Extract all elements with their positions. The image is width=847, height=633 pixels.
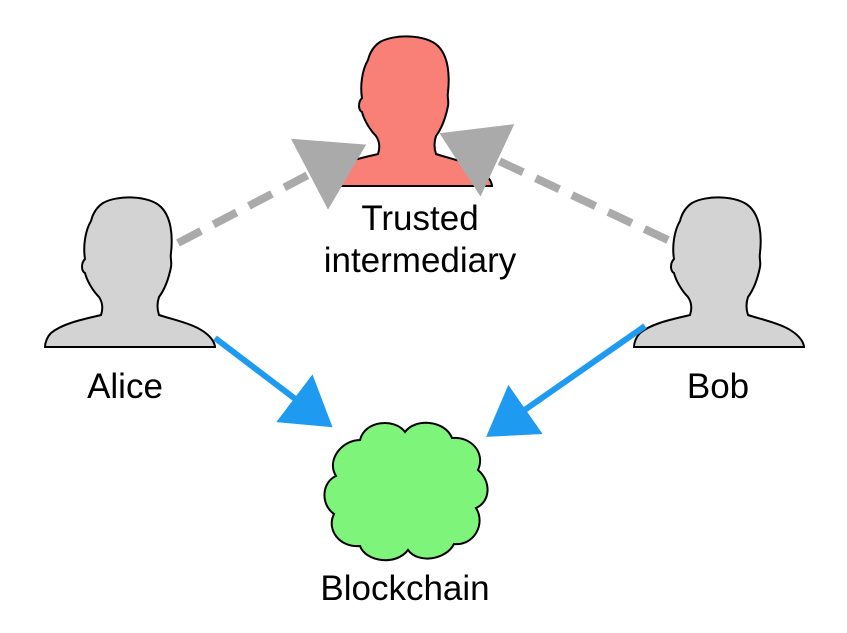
intermediary-label: Trusted intermediary bbox=[290, 198, 550, 282]
alice-person-icon bbox=[44, 196, 216, 348]
intermediary-label-line1: Trusted bbox=[361, 199, 479, 238]
bob-to-blockchain-arrow bbox=[486, 323, 647, 437]
alice-to-intermediary-arrow bbox=[176, 138, 367, 247]
bob-label: Bob bbox=[686, 367, 750, 406]
alice-to-blockchain-arrow bbox=[213, 335, 333, 428]
alice-label: Alice bbox=[87, 367, 163, 406]
bob-person-icon bbox=[633, 196, 805, 348]
intermediary-label-line2: intermediary bbox=[323, 241, 517, 280]
blockchain-label: Blockchain bbox=[320, 569, 490, 608]
intermediary-person-icon bbox=[321, 35, 493, 187]
blockchain-cloud-icon bbox=[323, 421, 489, 562]
